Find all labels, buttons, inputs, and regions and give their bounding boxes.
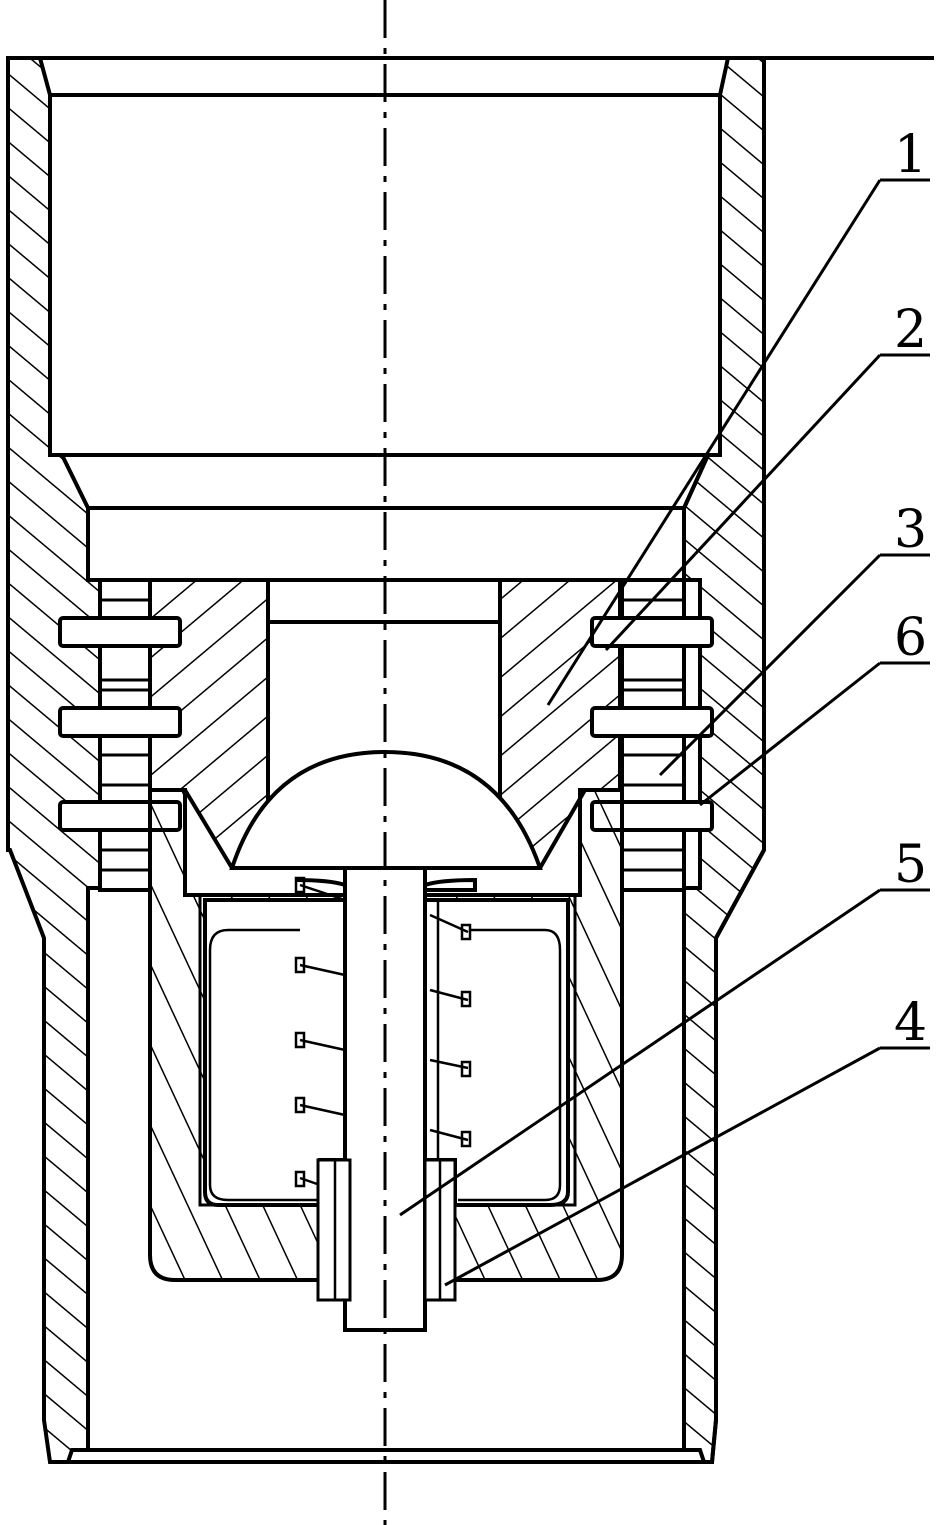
label-2: 2: [894, 300, 927, 360]
label-3: 3: [894, 500, 927, 560]
thread-right: [590, 578, 714, 892]
spring: [294, 876, 472, 1188]
label-4: 4: [894, 993, 927, 1053]
leader-lines: [399, 178, 930, 1287]
outer-body-left-wall: [6, 56, 102, 1464]
label-1: 1: [894, 125, 927, 185]
label-5: 5: [894, 835, 927, 895]
label-6: 6: [894, 608, 927, 668]
spring-cup-inner-right: [458, 928, 562, 1202]
spring-cup-inner-left: [208, 928, 318, 1202]
